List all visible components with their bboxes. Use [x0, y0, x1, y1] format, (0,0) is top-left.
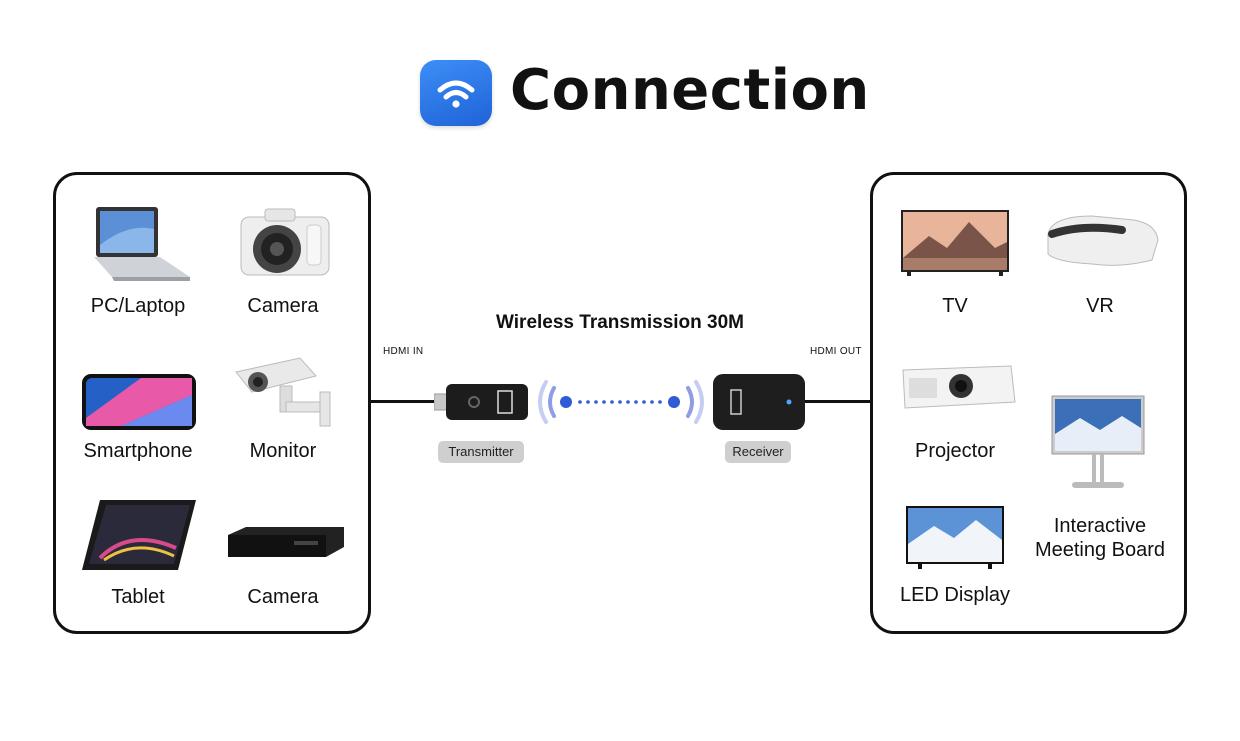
led-display-icon	[904, 504, 1006, 575]
device-label-led-display: LED Display	[899, 584, 1011, 606]
device-label-vr: VR	[1086, 295, 1114, 317]
device-label-tablet: Tablet	[111, 586, 165, 608]
device-label-smartphone: Smartphone	[83, 440, 193, 462]
smartphone-icon	[81, 373, 197, 436]
receiver-device-icon	[711, 372, 807, 437]
tv-icon	[899, 208, 1011, 283]
device-label-projector: Projector	[914, 440, 996, 462]
device-label-camera: Camera	[247, 295, 319, 317]
vr-headset-icon	[1042, 210, 1162, 277]
device-label-monitor: Monitor	[249, 440, 317, 462]
set-top-box-icon	[224, 525, 346, 568]
device-label-tv: TV	[942, 295, 968, 317]
hdmi-in-label: HDMI IN	[383, 346, 424, 357]
hdmi-out-cable	[803, 400, 870, 403]
laptop-icon	[88, 205, 193, 290]
transmitter-device-icon	[433, 382, 530, 427]
page-title: Connection	[510, 58, 870, 123]
wireless-transmission-label: Wireless Transmission 30M	[496, 312, 744, 333]
camera-icon	[235, 203, 335, 286]
device-label-interactive-meeting-board: Interactive Meeting Board	[1034, 515, 1166, 561]
device-label-pc-laptop: PC/Laptop	[90, 295, 186, 317]
meeting-board-icon	[1050, 394, 1146, 499]
wifi-icon	[420, 60, 492, 126]
tablet-icon	[80, 498, 198, 579]
wireless-signal-icon	[532, 376, 710, 433]
projector-icon	[899, 362, 1017, 417]
device-label-camera-2: Camera	[247, 586, 319, 608]
receiver-label: Receiver	[725, 441, 791, 463]
hdmi-in-cable	[371, 400, 437, 403]
security-camera-icon	[230, 352, 342, 437]
transmitter-label: Transmitter	[438, 441, 524, 463]
hdmi-out-label: HDMI OUT	[810, 346, 862, 357]
